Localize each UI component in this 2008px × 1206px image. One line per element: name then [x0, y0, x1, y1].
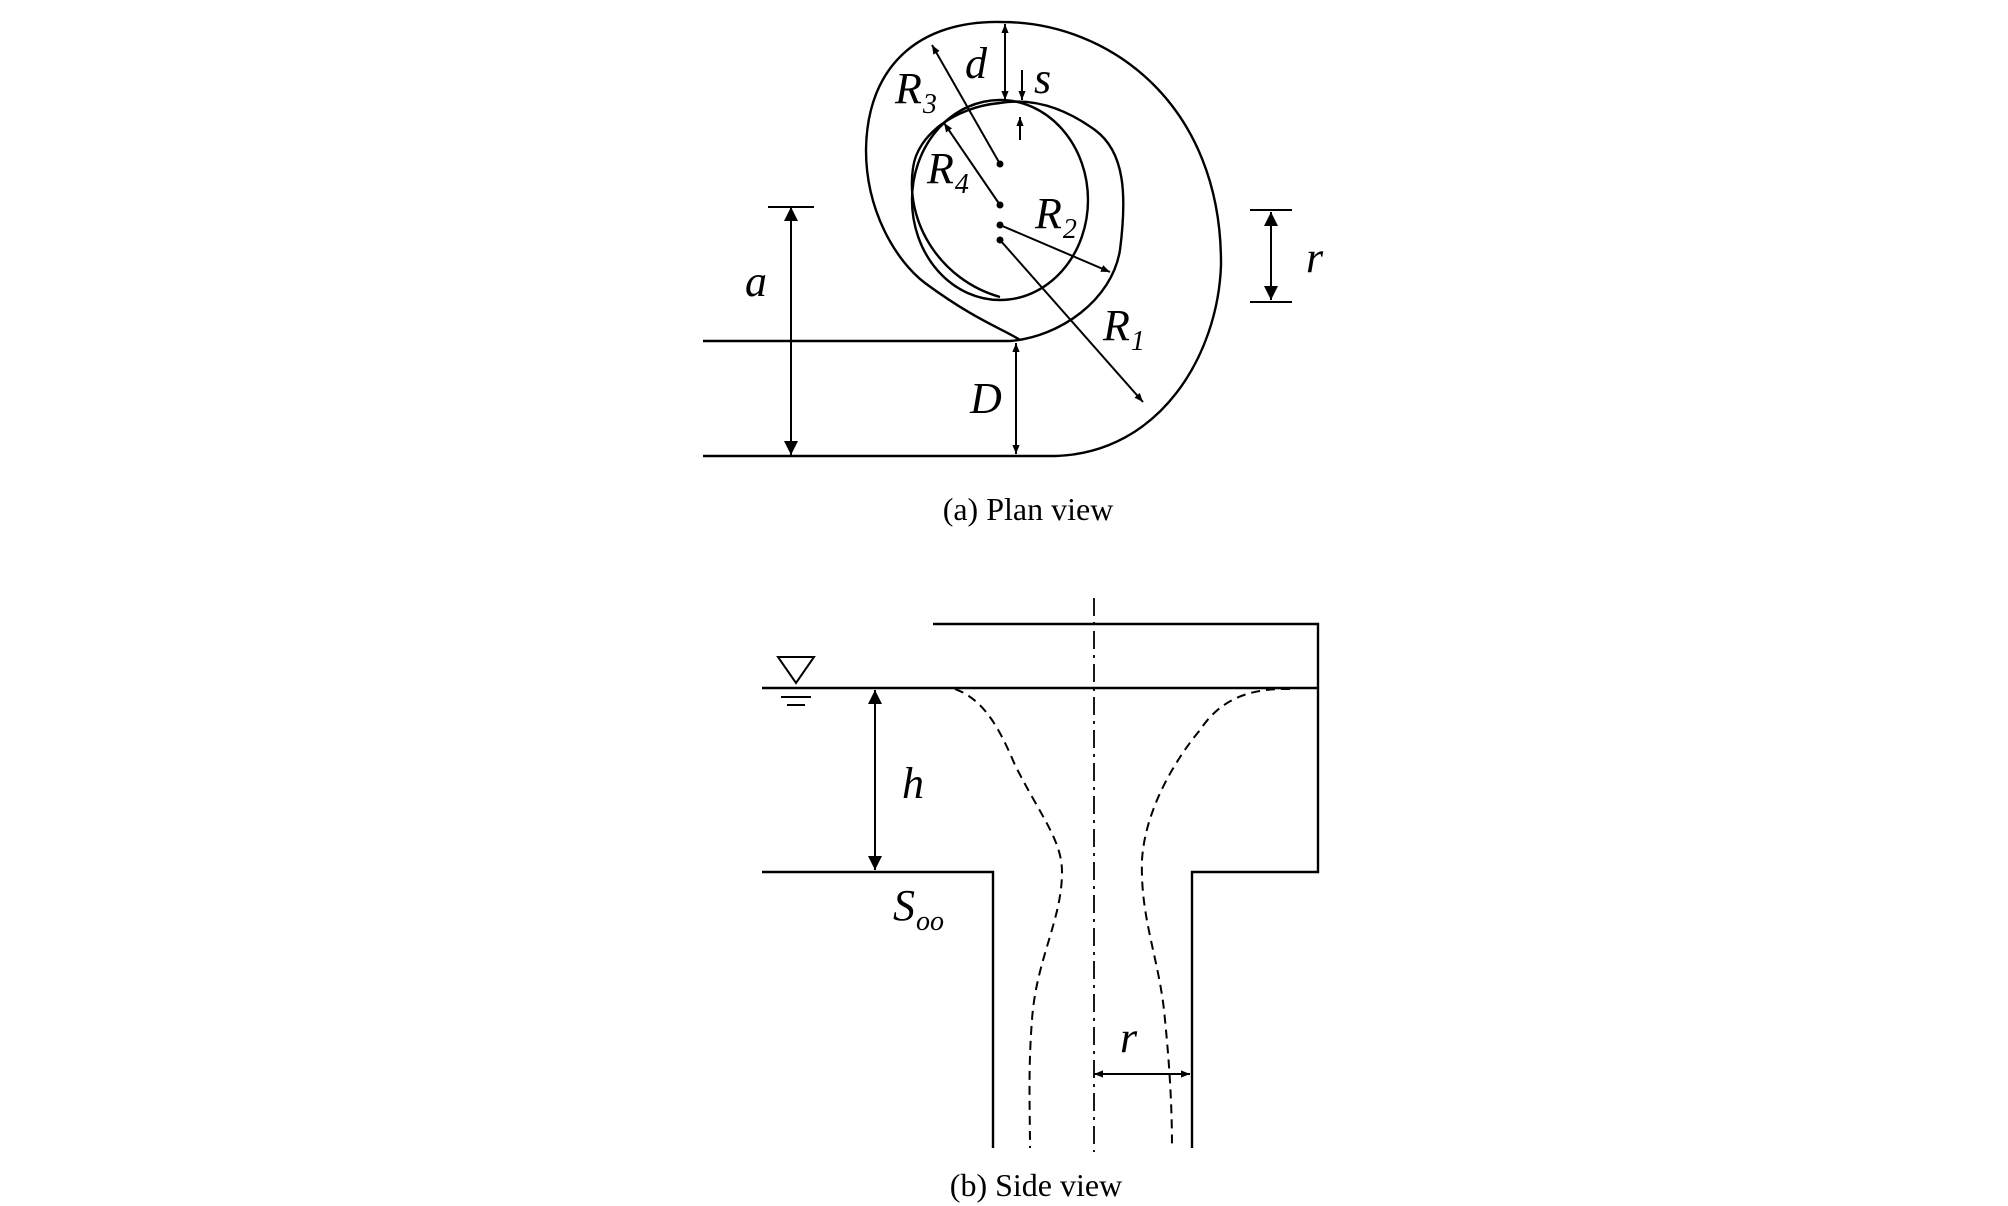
label-a: a — [745, 257, 767, 306]
floor-left-shaft-wall — [762, 870, 995, 1148]
radius-arrow-r4 — [943, 122, 1001, 206]
label-r4: R4 — [926, 144, 969, 200]
label-r-side: r — [1120, 1013, 1138, 1062]
caption-plan-view: (a) Plan view — [943, 491, 1114, 527]
air-core-right — [1140, 687, 1291, 1149]
label-s-oo: Soo — [893, 881, 944, 937]
label-r2: R2 — [1034, 189, 1077, 245]
label-h: h — [902, 759, 924, 808]
water-level-triangle — [776, 656, 816, 685]
label-d: d — [965, 39, 988, 88]
label-D: D — [969, 374, 1002, 423]
outer-spiral-wall — [703, 20, 1223, 458]
chamber-roof-right-wall — [933, 622, 1320, 1148]
label-r3: R3 — [894, 64, 937, 120]
air-core-left — [954, 688, 1064, 1149]
label-s: s — [1034, 54, 1051, 103]
radius-arrow-r2 — [999, 224, 1111, 273]
label-r1: R1 — [1102, 301, 1145, 357]
radius-arrow-r3 — [931, 44, 1001, 165]
side-view: h Soo r (b) Side view — [762, 598, 1320, 1203]
radius-arrow-r1 — [999, 239, 1144, 403]
caption-side-view: (b) Side view — [950, 1167, 1122, 1203]
plan-view: R3 R4 R2 R1 d s a D r (a) Plan view — [703, 20, 1324, 527]
middle-spiral-wall — [910, 100, 1125, 299]
label-r-plan: r — [1306, 233, 1324, 282]
channel-wall-top — [703, 249, 1122, 343]
inner-shaft-circle — [910, 98, 1090, 302]
